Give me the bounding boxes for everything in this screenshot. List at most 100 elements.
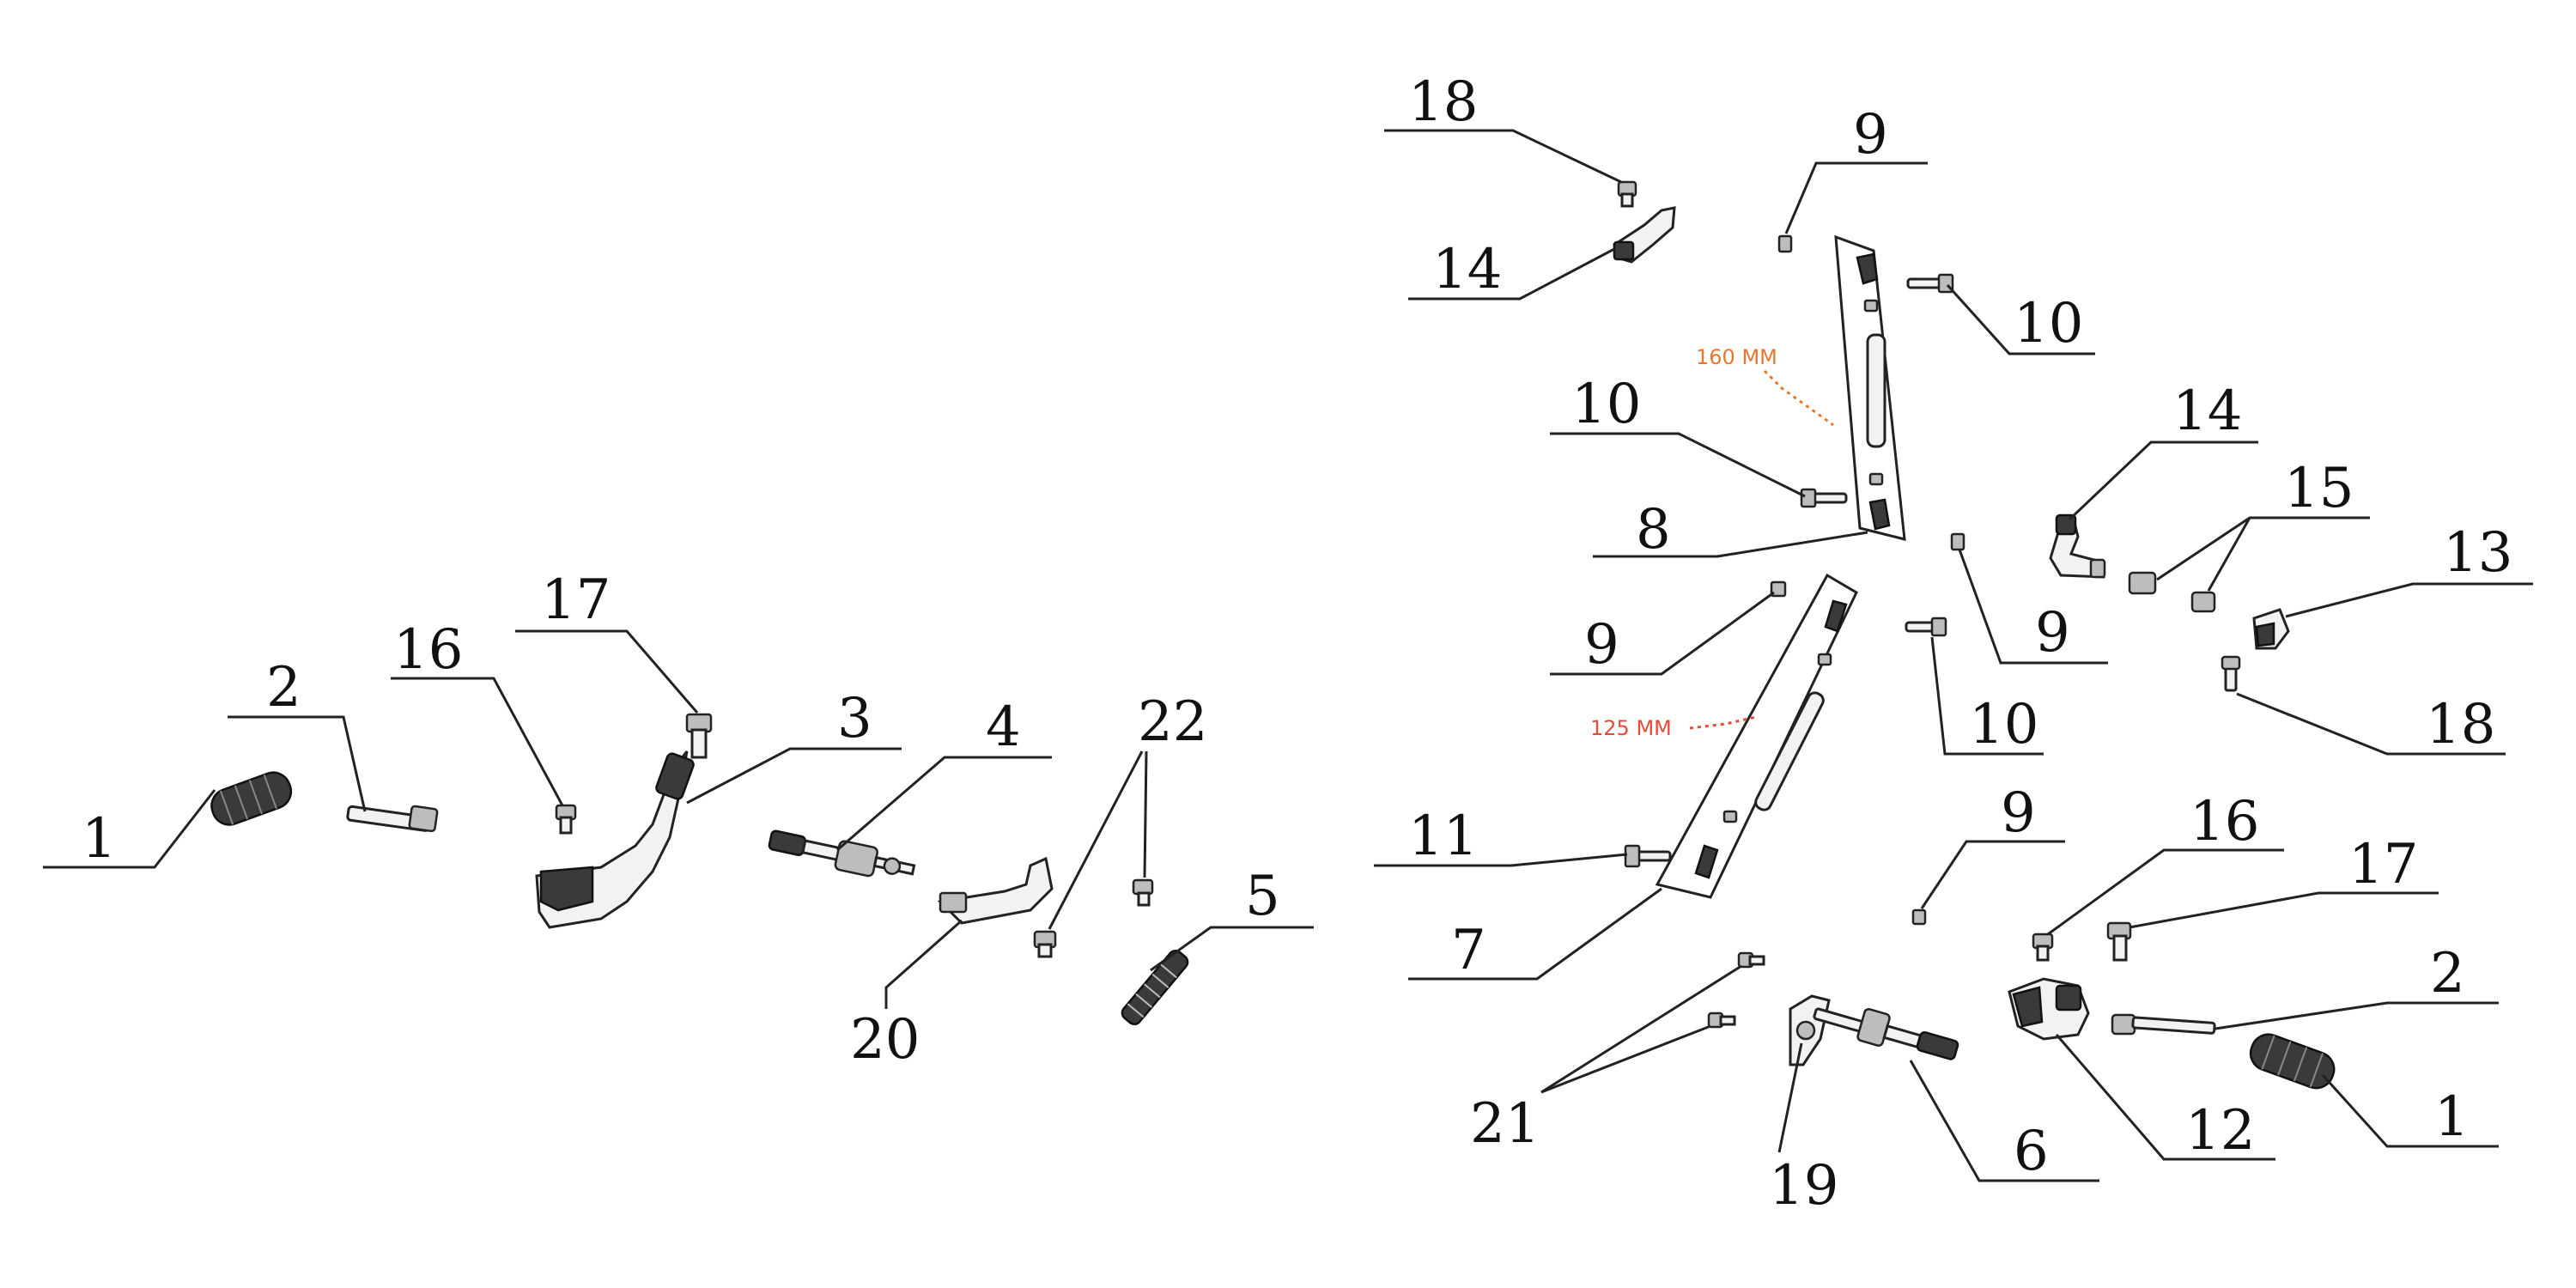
leader-21-b	[1540, 1024, 1711, 1094]
part-5-spring	[1121, 950, 1189, 1025]
callout-13: 13	[2443, 521, 2512, 585]
leader-5	[1150, 926, 1314, 972]
callout-12: 12	[2185, 1099, 2255, 1163]
part-19-flange	[1789, 994, 1831, 1066]
dimension-160mm-leader	[1763, 369, 1834, 427]
callout-8: 8	[1636, 498, 1671, 562]
part-13-clamp	[2252, 608, 2290, 650]
part-14-clamp-right	[2049, 513, 2106, 579]
leader-14-top	[1408, 247, 1615, 301]
leader-10-c	[1930, 636, 2044, 756]
leader-15-b	[2207, 517, 2251, 592]
leader-12	[2055, 1034, 2275, 1161]
part-20-bracket	[937, 856, 1054, 925]
callout-2-left: 2	[266, 656, 301, 720]
callout-7: 7	[1451, 919, 1486, 982]
callout-9-top: 9	[1853, 103, 1888, 167]
part-16-bolt-right	[2032, 933, 2054, 962]
leader-14-right	[2068, 440, 2258, 521]
callout-5: 5	[1245, 865, 1280, 928]
part-1-footpeg-rubber-right	[2249, 1033, 2336, 1090]
part-1-footpeg-rubber-left	[210, 771, 293, 826]
dimension-125mm-leader	[1689, 715, 1757, 730]
leader-16-right	[2047, 848, 2284, 936]
leader-7	[1408, 887, 1662, 981]
part-18-screw-right	[2221, 655, 2241, 692]
leader-16-left	[391, 677, 564, 806]
part-9-nut-mid-right	[1950, 532, 1965, 551]
part-14-clamp-top	[1613, 206, 1676, 264]
leader-6	[1909, 1060, 2099, 1182]
part-10-screw-b	[1800, 488, 1848, 508]
leader-22-b	[1143, 750, 1148, 878]
callout-2-right: 2	[2430, 942, 2465, 1005]
part-2-pin-left	[346, 805, 439, 833]
leader-22-a	[1048, 750, 1144, 930]
callout-10-c: 10	[1969, 693, 2038, 756]
callout-16-right: 16	[2190, 790, 2259, 854]
part-9-nut-top	[1777, 234, 1793, 253]
callout-3: 3	[837, 687, 872, 750]
leader-11	[1374, 853, 1628, 867]
callout-6: 6	[2014, 1120, 2049, 1183]
leader-19	[1777, 1042, 1803, 1153]
leader-21-a	[1540, 964, 1742, 1094]
callout-4: 4	[986, 696, 1021, 759]
leader-9-mid-left	[1550, 591, 1775, 676]
leader-18-right	[2236, 692, 2506, 756]
callout-10-b: 10	[1571, 373, 1641, 436]
callout-17-left: 17	[541, 568, 611, 632]
callout-9-low: 9	[2001, 781, 2036, 845]
dimension-125mm: 125 MM	[1590, 716, 1672, 740]
part-10-screw-c	[1905, 617, 1947, 637]
leader-20	[884, 919, 963, 1009]
part-6-shaft	[1813, 1007, 1959, 1060]
part-9-nut-mid-left	[1770, 580, 1787, 598]
callout-19: 19	[1769, 1154, 1838, 1218]
leader-2-right	[2215, 1001, 2499, 1030]
part-17-bolt-left	[685, 713, 713, 759]
leader-9-mid-right	[1958, 549, 2108, 665]
part-18-screw-top	[1617, 180, 1637, 208]
leader-8	[1593, 531, 1868, 558]
callout-18-top: 18	[1408, 70, 1478, 134]
leader-3	[686, 747, 902, 805]
callout-14-right: 14	[2172, 380, 2242, 443]
part-22-screws	[1033, 878, 1154, 958]
leader-18-top	[1384, 129, 1622, 184]
leader-1-right	[2321, 1073, 2499, 1148]
leader-13	[2285, 582, 2533, 618]
part-7-rod-lower	[1655, 573, 1858, 899]
part-10-screw-a	[1906, 273, 1954, 294]
callout-14-top: 14	[1432, 238, 1502, 301]
callout-9-mid-right: 9	[2035, 601, 2070, 665]
callout-11: 11	[1408, 805, 1478, 868]
part-17-bolt-right	[2106, 921, 2132, 962]
leader-9-low	[1920, 840, 2065, 909]
leader-17-left	[515, 629, 699, 714]
leader-9-top	[1784, 161, 1928, 234]
part-3-lever	[535, 750, 695, 929]
leader-17-right	[2129, 891, 2439, 929]
callout-15: 15	[2284, 457, 2354, 520]
callout-9-mid-left: 9	[1584, 613, 1619, 677]
part-2-pin-right	[2111, 1013, 2216, 1036]
part-15-bushings	[2128, 571, 2216, 613]
leader-2-left	[228, 715, 367, 812]
part-9-nut-low	[1911, 908, 1927, 926]
part-12-lever-right	[2008, 977, 2090, 1041]
part-11-screw	[1624, 844, 1672, 868]
part-8-rod-upper	[1834, 234, 1906, 541]
leader-10-b	[1550, 432, 1806, 498]
callout-21: 21	[1470, 1092, 1540, 1156]
part-21-screws	[1707, 951, 1765, 1029]
leader-1-left	[43, 789, 216, 869]
part-4-shaft	[768, 829, 916, 878]
leader-10-a	[1946, 283, 2095, 355]
callout-16-left: 16	[393, 618, 463, 682]
callout-20: 20	[850, 1008, 920, 1072]
leader-15-a	[2156, 516, 2370, 581]
callout-17-right: 17	[2348, 833, 2418, 896]
callout-10-a: 10	[2014, 292, 2083, 355]
